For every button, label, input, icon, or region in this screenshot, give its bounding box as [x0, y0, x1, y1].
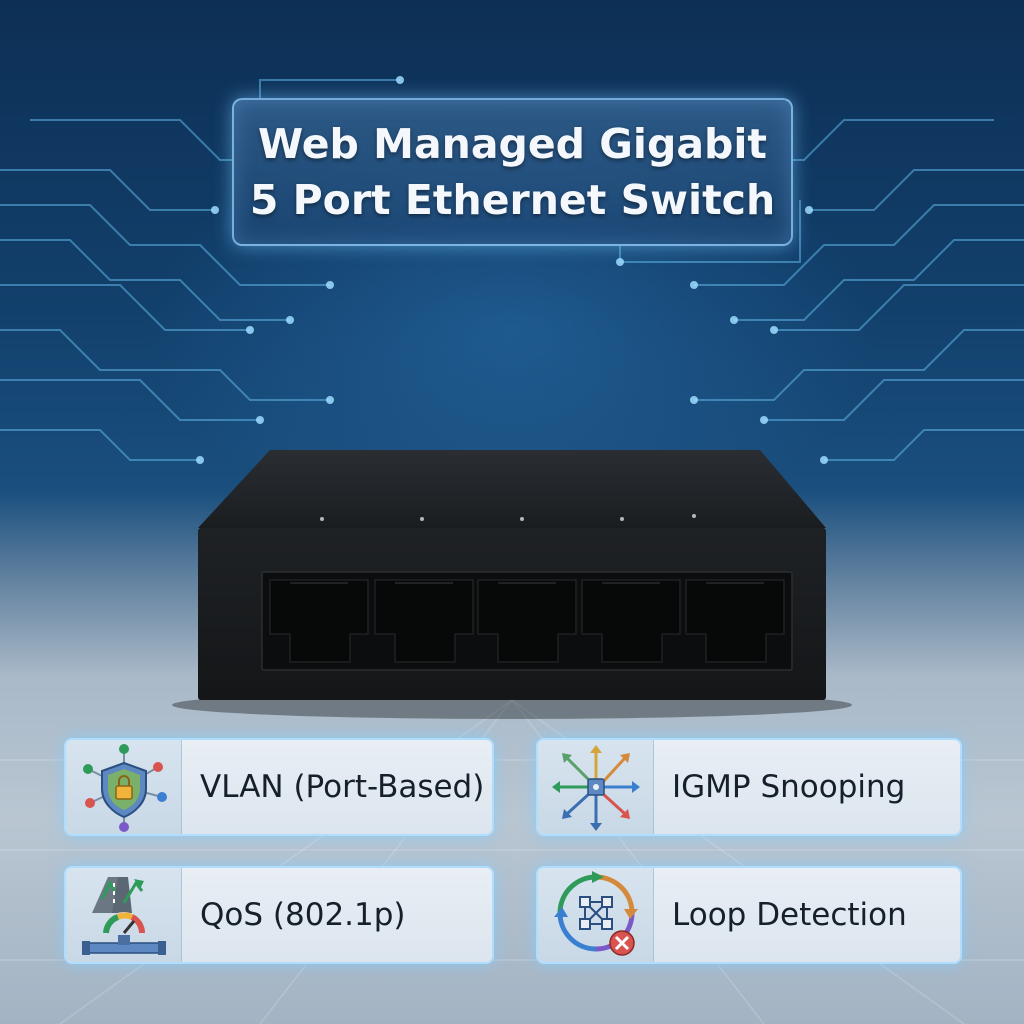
- road-gauge-pipe-icon: [66, 868, 182, 962]
- feature-card-loop: Loop Detection: [536, 866, 962, 964]
- shield-lock-network-icon: [66, 740, 182, 834]
- multicast-arrows-icon: [538, 740, 654, 834]
- feature-label-qos: QoS (802.1p): [200, 897, 406, 933]
- feature-card-vlan: VLAN (Port-Based): [64, 738, 494, 836]
- feature-label-vlan: VLAN (Port-Based): [200, 769, 485, 805]
- title-panel: Web Managed Gigabit 5 Port Ethernet Swit…: [232, 98, 793, 246]
- feature-label-loop: Loop Detection: [672, 897, 907, 933]
- switch-top: [198, 450, 826, 528]
- title-line-1: Web Managed Gigabit: [257, 120, 768, 168]
- feature-card-igmp: IGMP Snooping: [536, 738, 962, 836]
- loop-cycle-error-icon: [538, 868, 654, 962]
- title-line-2: 5 Port Ethernet Switch: [249, 176, 776, 224]
- feature-label-igmp: IGMP Snooping: [672, 769, 906, 805]
- feature-card-qos: QoS (802.1p): [64, 866, 494, 964]
